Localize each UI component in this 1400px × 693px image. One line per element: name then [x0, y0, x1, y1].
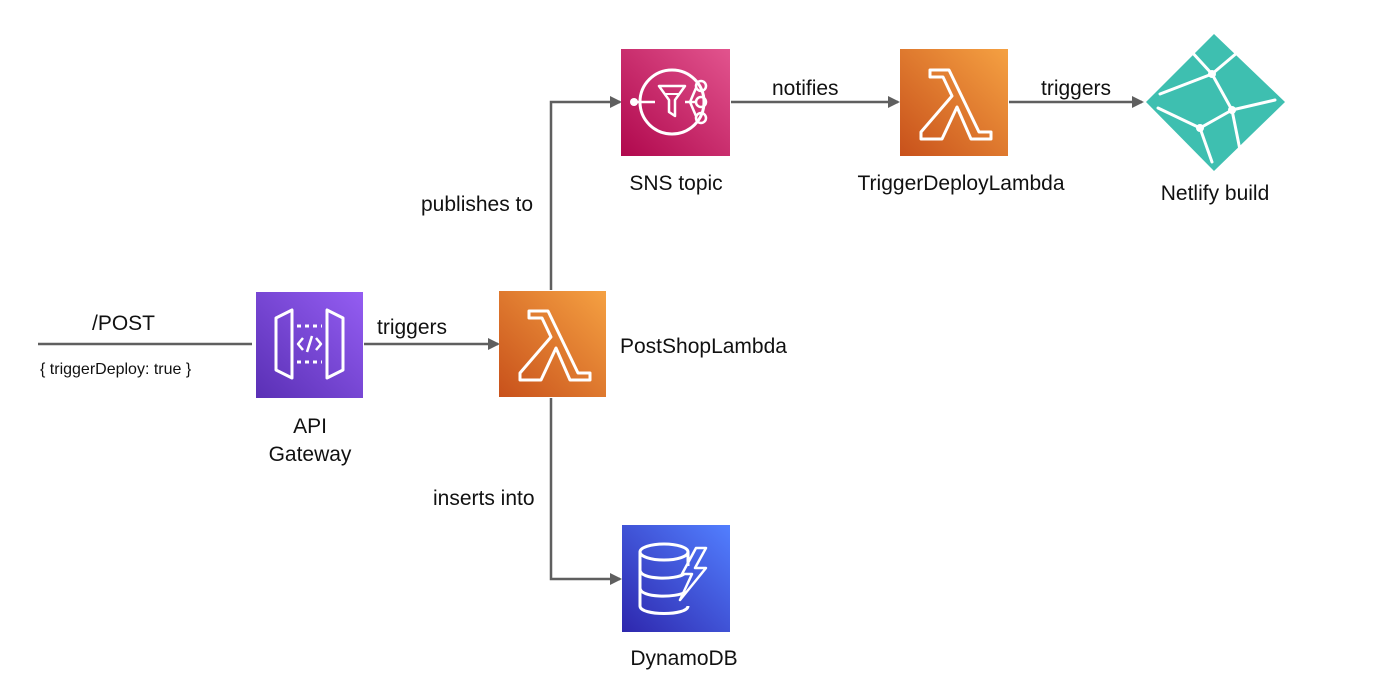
lambda-to-dynamodb-arrow: [549, 398, 622, 585]
lambda-icon: [919, 68, 993, 141]
dynamodb-icon: [638, 542, 708, 615]
edge-label-trigger-lambda-to-netlify: triggers: [1041, 77, 1112, 100]
trigger-deploy-lambda-label: TriggerDeployLambda: [857, 172, 1065, 195]
edge-label-apigw-to-lambda: triggers: [377, 316, 448, 339]
sns-topic-label: SNS topic: [629, 172, 723, 195]
dynamodb-tile: [622, 525, 730, 632]
edge-label-sns-to-trigger-lambda: notifies: [772, 77, 839, 100]
netlify-icon: [1146, 34, 1285, 171]
trigger-deploy-lambda-node[interactable]: [900, 49, 1008, 156]
entry-method-label: /POST: [92, 312, 156, 335]
post-shop-lambda-label: PostShopLambda: [620, 335, 787, 358]
entry-payload-label: { triggerDeploy: true }: [40, 361, 192, 378]
connectors: [38, 96, 1144, 585]
lambda-to-sns-arrow: [549, 96, 622, 290]
edge-label-lambda-to-dynamodb: inserts into: [433, 487, 535, 510]
api-gateway-node[interactable]: [256, 292, 363, 398]
post-shop-lambda-node[interactable]: [499, 291, 606, 397]
api-gateway-label: API Gateway: [268, 415, 352, 466]
sns-icon: [630, 68, 708, 136]
netlify-build-node[interactable]: [1146, 34, 1285, 171]
edge-label-lambda-to-sns: publishes to: [421, 193, 534, 216]
dynamodb-node[interactable]: [622, 525, 730, 632]
sns-topic-node[interactable]: [621, 49, 730, 156]
netlify-build-label: Netlify build: [1160, 182, 1270, 205]
api-gateway-icon: [274, 308, 345, 380]
lambda-icon: [518, 309, 592, 382]
dynamodb-label: DynamoDB: [630, 647, 738, 670]
